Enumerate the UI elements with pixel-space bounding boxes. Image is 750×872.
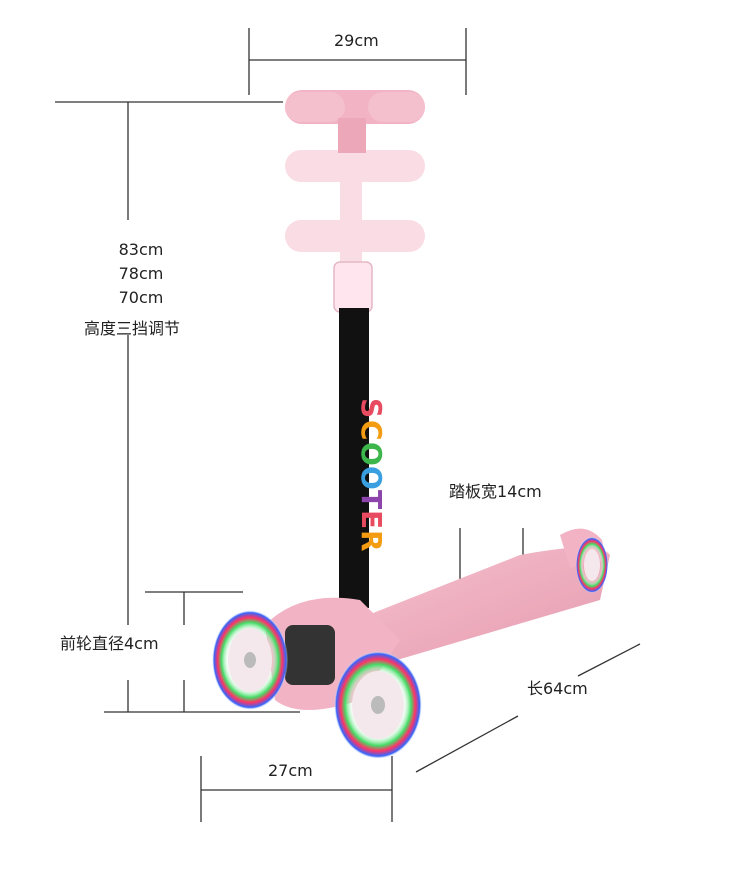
front-decal <box>285 625 335 685</box>
handlebar-width-label: 29cm <box>334 31 379 50</box>
height-value: 83cm <box>118 240 164 259</box>
left-front-wheel <box>212 610 288 710</box>
svg-text:C: C <box>355 420 388 441</box>
handlebar <box>285 90 425 153</box>
ghost-handlebars <box>285 130 425 290</box>
svg-text:O: O <box>355 466 388 490</box>
height-clamp <box>333 261 373 313</box>
svg-text:E: E <box>355 510 388 529</box>
height-value: 78cm <box>118 264 164 283</box>
height-values: 83cm 78cm 70cm <box>113 238 169 310</box>
height-value: 70cm <box>118 288 164 307</box>
svg-text:T: T <box>355 490 388 509</box>
height-adjust-label: 高度三挡调节 <box>84 319 181 338</box>
svg-text:R: R <box>355 530 388 552</box>
length-label: 长64cm <box>527 679 588 698</box>
wheelbase-width-label: 27cm <box>268 761 313 780</box>
right-front-wheel <box>334 651 422 759</box>
deck-width-label: 踏板宽14cm <box>449 482 542 501</box>
stem <box>339 308 369 608</box>
rear-wheel <box>576 537 608 593</box>
stem-lettering: S C O O T E R <box>355 398 388 552</box>
svg-text:O: O <box>355 442 388 466</box>
front-wheel-label: 前轮直径4cm <box>60 634 159 653</box>
svg-text:S: S <box>355 398 388 418</box>
